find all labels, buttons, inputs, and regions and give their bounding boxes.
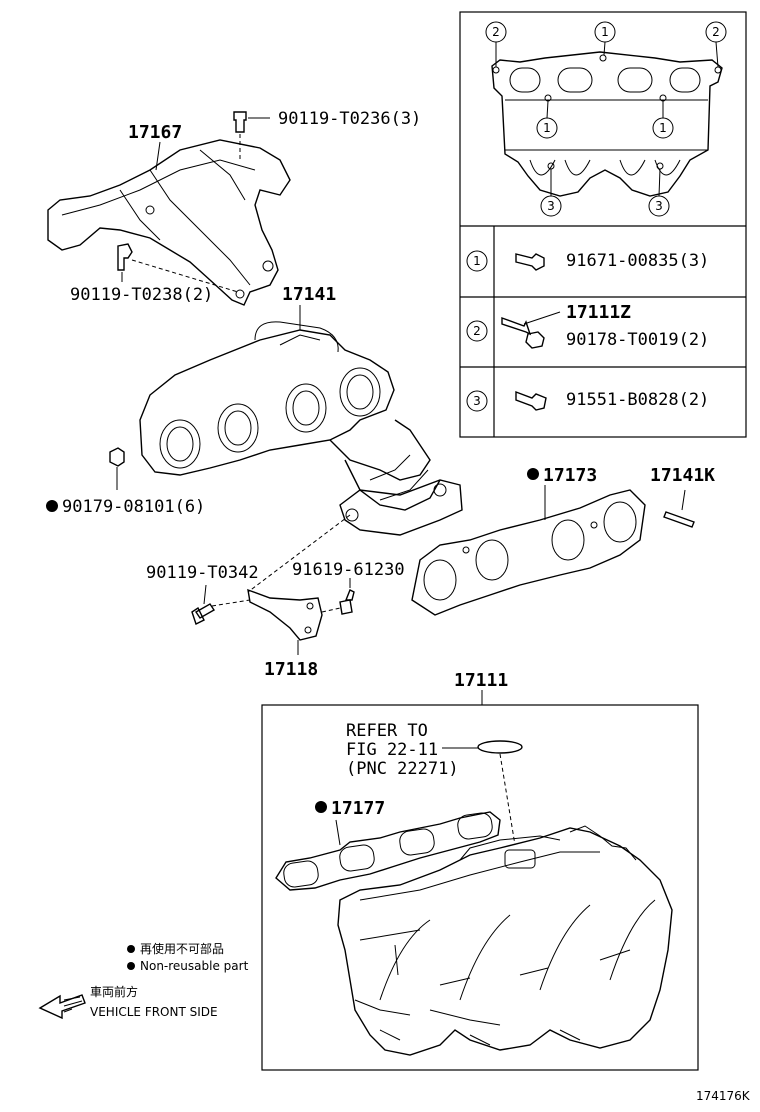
- nonreusable-dot-17173: [527, 468, 539, 480]
- label-17167: 17167: [128, 122, 182, 143]
- inset-callouts: 2 1 2 1 1 3 3: [485, 21, 727, 217]
- svg-text:1: 1: [601, 25, 609, 39]
- intake-manifold-part: [337, 825, 673, 1056]
- inset-panel: 2 1 2 1 1 3 3 1 91671-00835(3): [459, 11, 747, 438]
- refer-line-1: REFER TO: [346, 721, 428, 741]
- inset-row-3: 3 91551-B0828(2): [466, 390, 709, 412]
- svg-text:2: 2: [712, 25, 720, 39]
- svg-text:3: 3: [473, 394, 481, 408]
- svg-text:91551-B0828(2): 91551-B0828(2): [566, 390, 709, 410]
- inset-row-1: 1 91671-00835(3): [466, 250, 709, 272]
- oring-part: [477, 740, 523, 846]
- diagram-id: 174176K: [696, 1089, 751, 1103]
- svg-text:2: 2: [473, 324, 481, 338]
- svg-text:2: 2: [492, 25, 500, 39]
- svg-text:3: 3: [547, 199, 555, 213]
- bolt-bracket-right: [339, 578, 355, 615]
- legend-en-nonreusable: Non-reusable part: [140, 959, 249, 973]
- intake-group-box: [261, 704, 699, 1071]
- leader-17167: [155, 141, 161, 171]
- svg-text:1: 1: [473, 254, 481, 268]
- bracket-part: [211, 514, 351, 655]
- label-17177: 17177: [331, 798, 385, 819]
- legend-jp-nonreusable: 再使用不可部品: [140, 941, 224, 956]
- svg-text:90178-T0019(2): 90178-T0019(2): [566, 330, 709, 350]
- label-17141: 17141: [282, 284, 336, 305]
- label-bolt-left: 90119-T0238(2): [70, 285, 213, 305]
- inset-row-2: 2 17111Z 90178-T0019(2): [466, 302, 709, 350]
- svg-text:1: 1: [543, 121, 551, 135]
- legend-dot-en: [127, 962, 135, 970]
- legend: 再使用不可部品 Non-reusable part 車両前方 VEHICLE F…: [38, 941, 249, 1020]
- stud-part: [663, 489, 695, 528]
- label-nut-left: 90179-08101(6): [62, 497, 205, 517]
- front-arrow-icon: [38, 994, 86, 1020]
- heat-insulator-part: [47, 139, 291, 306]
- refer-line-3: (PNC 22271): [346, 759, 459, 779]
- legend-dot-jp: [127, 945, 135, 953]
- label-17111: 17111: [454, 670, 508, 691]
- label-17141K: 17141K: [650, 465, 715, 486]
- refer-line-2: FIG 22-11: [346, 740, 438, 760]
- nonreusable-dot-17177: [315, 801, 327, 813]
- bolt-top: [233, 111, 270, 160]
- label-bolt-top: 90119-T0236(3): [278, 109, 421, 129]
- inset-manifold-sketch: [491, 51, 723, 197]
- svg-text:1: 1: [659, 121, 667, 135]
- nut-left: [109, 447, 125, 490]
- nonreusable-dot-nut: [46, 500, 58, 512]
- svg-text:91671-00835(3): 91671-00835(3): [566, 251, 709, 271]
- bolt-bracket-left: [191, 584, 215, 625]
- svg-text:3: 3: [655, 199, 663, 213]
- label-bolt-bracket-right: 91619-61230: [292, 560, 405, 580]
- svg-text:17111Z: 17111Z: [566, 302, 631, 323]
- legend-jp-front: 車両前方: [90, 984, 138, 999]
- legend-en-front: VEHICLE FRONT SIDE: [90, 1005, 218, 1019]
- label-17118: 17118: [264, 659, 318, 680]
- label-bolt-bracket-left: 90119-T0342: [146, 563, 259, 583]
- intake-gasket-part: [275, 811, 501, 891]
- label-17173: 17173: [543, 465, 597, 486]
- exhaust-gasket-part: [411, 489, 646, 616]
- bolt-left: [117, 243, 239, 293]
